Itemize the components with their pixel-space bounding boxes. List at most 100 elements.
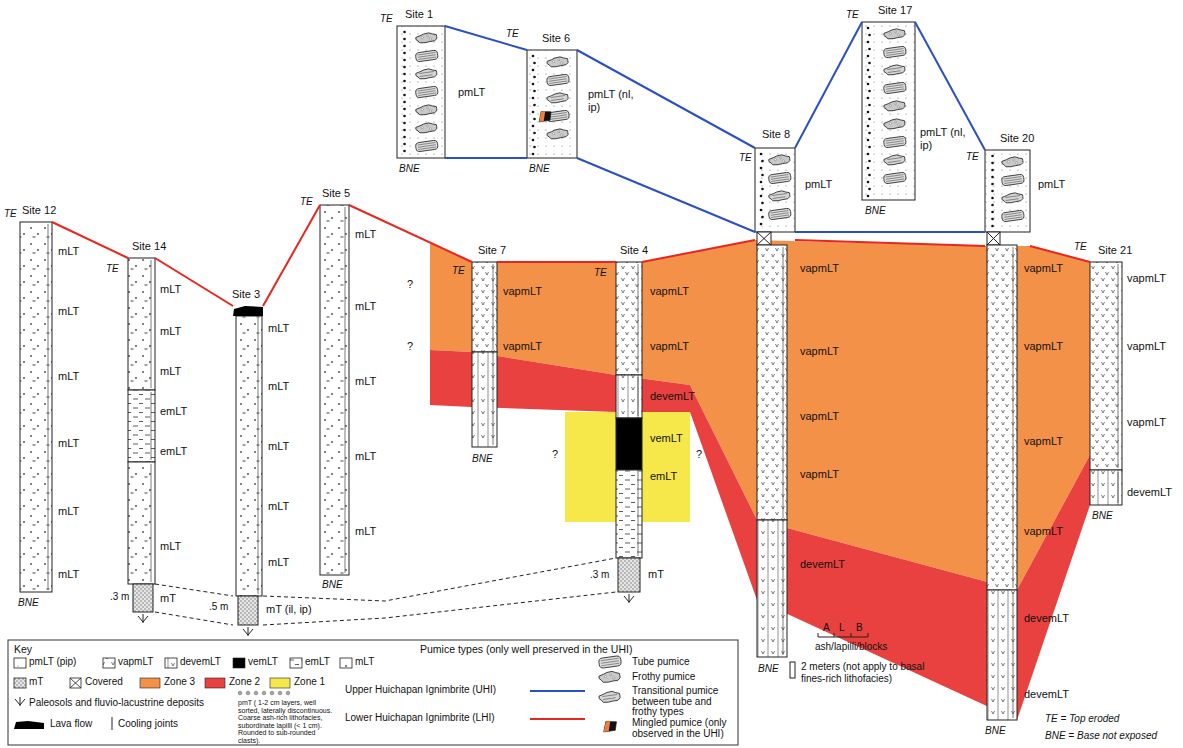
frothy-pumice: [561, 62, 563, 64]
pumice-dot: [867, 153, 870, 156]
pumice-dot: [403, 115, 406, 118]
tube-pumice: [1001, 174, 1024, 186]
frothy-pumice: [1015, 162, 1017, 164]
column-segment: [527, 50, 577, 158]
tube-pumice: [768, 208, 791, 220]
tube-pumice: [418, 147, 436, 150]
lithofacies-label: vapmLT: [650, 340, 689, 353]
lithofacies-label: mLT: [355, 525, 376, 538]
frothy-pumice: [415, 104, 437, 116]
frothy-pumice: [546, 56, 568, 68]
transitional-pumice: [883, 64, 905, 76]
transitional-pumice: [551, 95, 566, 100]
pumice-dot: [867, 139, 870, 142]
pumice-dot: [533, 132, 536, 135]
tube-pumice: [771, 179, 789, 182]
grain-size-ruler: [818, 633, 868, 637]
pumice-dot: [867, 27, 870, 30]
column-segment: [1090, 470, 1122, 505]
legend-text: mT: [29, 676, 43, 688]
site-column: Site 17TEpmLT (nl, ip)BNE: [862, 22, 915, 200]
tube-pumice: [768, 172, 791, 184]
tube-pumice: [883, 46, 906, 58]
pumice-dot: [532, 97, 535, 100]
frothy-pumice: [883, 100, 905, 112]
frothy-pumice: [883, 100, 905, 112]
column-segment: [757, 520, 787, 657]
tube-pumice: [1004, 179, 1022, 182]
lithofacies-label: emLT: [650, 470, 677, 483]
legend-sample: [70, 678, 81, 688]
column-segment: [238, 596, 258, 625]
legend-sample: [254, 691, 258, 695]
tube-pumice: [601, 661, 619, 664]
frothy-pumice: [897, 34, 899, 36]
legend-sample: [340, 658, 352, 668]
lithofacies-label: mLT: [268, 556, 289, 569]
cooling-joint: [1118, 264, 1119, 468]
lithofacies-label: mLT: [268, 440, 289, 453]
column-segment: [618, 558, 640, 592]
lithofacies-label: mLT: [268, 322, 289, 335]
lithofacies-label: mLT: [58, 437, 79, 450]
pumice-dot: [403, 45, 406, 48]
pumice-dot: [532, 139, 535, 142]
site-column: Site 5TEmLTmLTmLTmLTmLTBNE: [320, 205, 349, 575]
lithofacies-label: mLT: [160, 540, 181, 553]
frothy-pumice: [546, 56, 568, 68]
lithofacies-label: devemLT: [800, 558, 845, 571]
column-segment: [472, 262, 497, 352]
column-segment: [616, 418, 642, 470]
frothy-pumice: [1001, 156, 1023, 168]
pumice-dot: [991, 190, 994, 193]
cooling-joint: [783, 522, 784, 655]
tube-pumice: [1001, 210, 1024, 222]
tube-pumice: [418, 93, 436, 96]
site-label: Site 1: [405, 8, 433, 21]
annotation-label: TE = Top eroded: [1045, 712, 1119, 725]
column-segment: [862, 22, 915, 200]
column-segment: [985, 150, 1030, 232]
pumice-dot: [532, 153, 535, 156]
column-segment: [472, 352, 497, 447]
pumice-dot: [761, 202, 764, 205]
pumice-dot: [533, 62, 536, 65]
transitional-pumice: [772, 193, 787, 198]
site-column: Site 14TEmLTmLTmLTemLTemLTmLTmT: [128, 258, 155, 612]
paleosol-symbol: [15, 697, 25, 706]
cooling-joint: [258, 318, 259, 594]
annotation-label: BNE = Base not exposed: [1045, 729, 1157, 742]
pumice-dot: [532, 83, 535, 86]
trans-pumice: [768, 190, 790, 202]
lithofacies-label: vapmLT: [1127, 416, 1166, 429]
frothy-pumice: [415, 32, 437, 44]
exposure-note: TE: [966, 150, 979, 163]
legend-text: 2 meters (not apply to basal fines-rich …: [801, 661, 951, 685]
transitional-pumice: [546, 92, 568, 104]
exposure-note: TE: [452, 264, 465, 277]
pumice-dot: [760, 195, 763, 198]
legend-swatch: [270, 678, 290, 688]
trans-pumice: [598, 690, 620, 703]
pumice-dot: [403, 150, 406, 153]
pumice-dot: [760, 223, 763, 226]
lithofacies-label: devemLT: [650, 390, 695, 403]
column-segment: [128, 390, 155, 462]
correlation-line: [642, 240, 755, 262]
pumice-dot: [991, 155, 994, 158]
pumice-dot: [868, 104, 871, 107]
pumice-dot: [867, 69, 870, 72]
cooling-joint: [151, 392, 152, 460]
pumice-dot: [867, 125, 870, 128]
legend-text: Tube pumice: [632, 656, 689, 668]
tube-pumice: [886, 89, 904, 92]
frothy-pumice: [598, 670, 620, 683]
lithofacies-label: emLT: [160, 445, 187, 458]
exposure-note: TE: [380, 12, 393, 25]
exposure-note: TE: [594, 266, 607, 279]
tube-pumice: [771, 215, 789, 218]
pumice-dot: [403, 66, 406, 69]
pumice-dot: [991, 225, 994, 228]
frothy-pumice: [895, 103, 897, 105]
frothy-pumice: [429, 110, 431, 112]
